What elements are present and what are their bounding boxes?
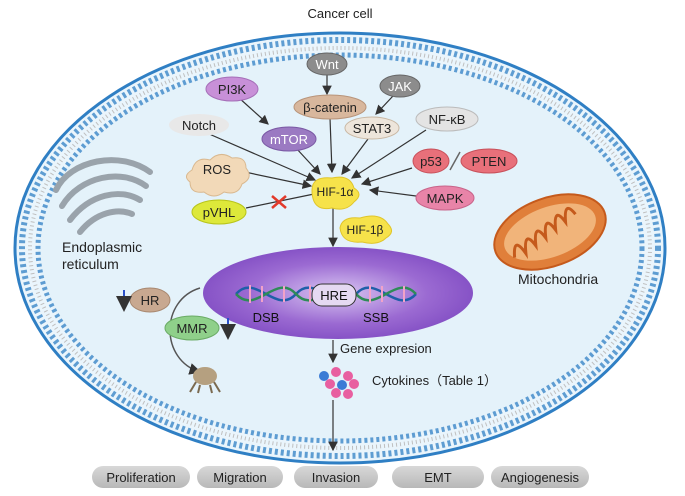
svg-text:Proliferation: Proliferation [106,470,175,485]
svg-text:EMT: EMT [424,470,452,485]
er-label-line1: Endoplasmic [62,239,142,255]
node-pvhl: pVHL [191,199,247,225]
p53-pten-separator [449,151,461,171]
svg-text:PTEN: PTEN [472,154,507,169]
svg-text:ROS: ROS [203,162,232,177]
node-wnt: Wnt [306,52,348,76]
node-beta-catenin: β-catenin [293,94,367,120]
svg-text:pVHL: pVHL [203,205,236,220]
svg-text:MAPK: MAPK [427,191,464,206]
node-nfkb: NF-κB [415,106,479,132]
node-p53: p53 [412,148,450,174]
node-mapk: MAPK [415,185,475,211]
node-mtor: mTOR [261,126,317,152]
node-hif1b: HIF-1β [339,215,392,244]
node-pi3k: PI3K [205,76,259,102]
svg-text:HR: HR [141,293,160,308]
node-hif1a: HIF-1α [311,176,360,210]
node-stat3: STAT3 [344,116,400,140]
cell-title: Cancer cell [307,6,372,21]
svg-text:MMR: MMR [176,321,207,336]
svg-text:Migration: Migration [213,470,266,485]
outcome-proliferation: Proliferation [92,466,190,488]
svg-text:mTOR: mTOR [270,132,308,147]
node-mmr: MMR [164,315,220,341]
cytokine-cluster-icon [319,367,359,399]
svg-text:β-catenin: β-catenin [303,100,357,115]
repair-protein-icon [189,367,221,394]
nucleus: DSB HRE SSB [203,247,473,339]
svg-text:PI3K: PI3K [218,82,247,97]
node-jak: JAK [379,74,421,98]
node-hr: HR [129,287,171,313]
node-notch: Notch [169,114,229,136]
signal-arrows [199,74,427,248]
er-label-line2: reticulum [62,256,119,272]
outcome-emt: EMT [392,466,484,488]
svg-text:HRE: HRE [320,288,348,303]
er-icon [53,157,153,235]
node-pten: PTEN [460,148,518,174]
svg-text:Notch: Notch [182,118,216,133]
gene-expression-label: Gene expresion [340,341,432,356]
svg-text:STAT3: STAT3 [353,121,392,136]
svg-text:Angiogenesis: Angiogenesis [501,470,580,485]
label-dsb: DSB [253,310,280,325]
svg-text:HIF-1β: HIF-1β [347,223,384,237]
mitochondria-icon [493,193,607,271]
outcome-invasion: Invasion [294,466,378,488]
svg-text:Wnt: Wnt [315,57,339,72]
mitochondria-label: Mitochondria [518,271,598,287]
svg-text:JAK: JAK [388,79,412,94]
svg-text:NF-κB: NF-κB [429,112,466,127]
label-ssb: SSB [363,310,389,325]
node-ros: ROS [186,154,250,197]
svg-text:p53: p53 [420,154,442,169]
svg-text:Invasion: Invasion [312,470,360,485]
hre-box: HRE [311,283,357,307]
outcome-angiogenesis: Angiogenesis [491,466,589,488]
svg-text:HIF-1α: HIF-1α [317,185,354,199]
cytokines-label: Cytokines（Table 1） [372,373,497,388]
outcome-migration: Migration [197,466,283,488]
